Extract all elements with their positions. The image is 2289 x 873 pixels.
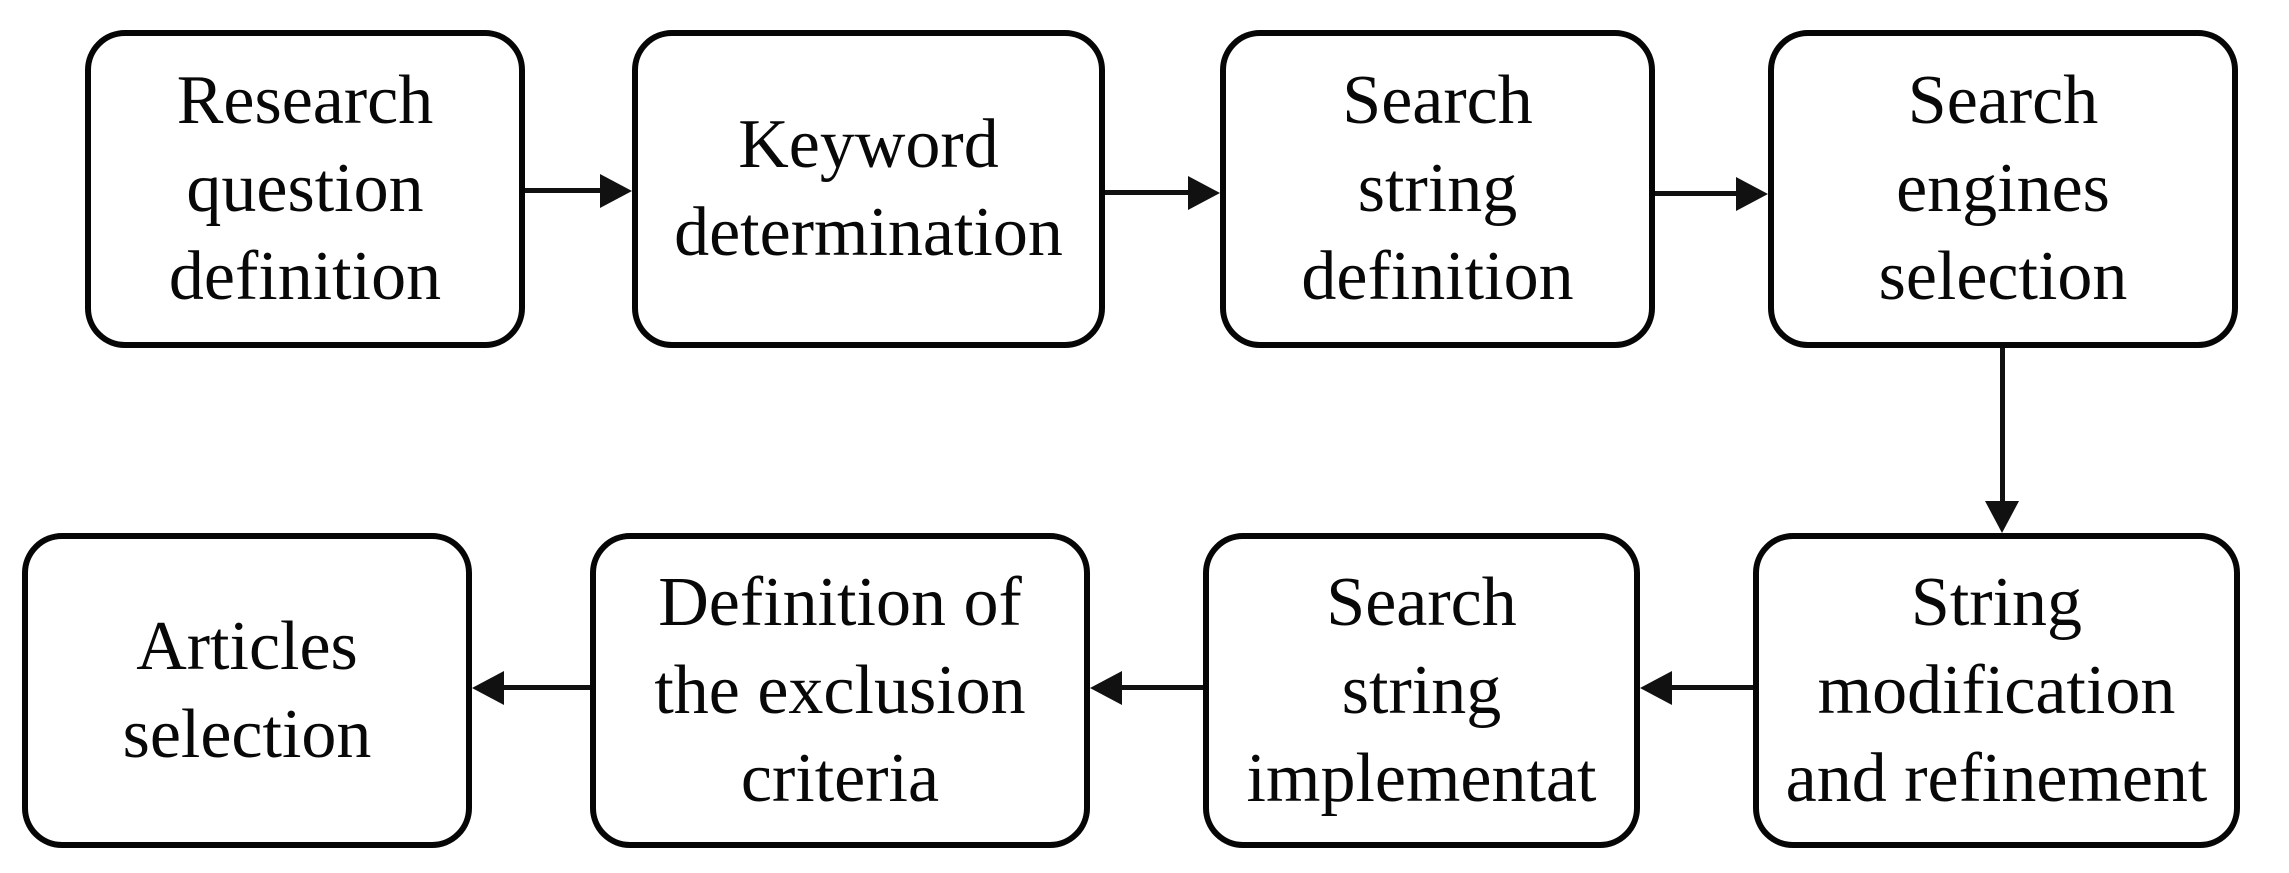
node-articles-selection: Articles selection: [22, 533, 472, 848]
arrowhead-left-icon: [472, 671, 504, 705]
arrow-shaft: [2000, 348, 2005, 506]
node-search-string-definition: Search string definition: [1220, 30, 1655, 348]
arrow-shaft: [1655, 191, 1739, 196]
arrowhead-left-icon: [1090, 671, 1122, 705]
arrowhead-left-icon: [1640, 671, 1672, 705]
arrow-shaft: [504, 685, 590, 690]
node-label: Search string implementat: [1246, 563, 1597, 817]
node-label: Search engines selection: [1878, 62, 2128, 315]
arrow-shaft: [1122, 685, 1203, 690]
node-search-string-implementation: Search string implementat: [1203, 533, 1640, 848]
arrowhead-down-icon: [1985, 501, 2019, 533]
node-label: Keyword determination: [674, 106, 1063, 271]
arrowhead-right-icon: [1736, 177, 1768, 211]
node-search-engines-selection: Search engines selection: [1768, 30, 2238, 348]
arrowhead-right-icon: [600, 174, 632, 208]
node-label: Search string definition: [1301, 62, 1574, 315]
node-label: Articles selection: [122, 607, 372, 773]
node-label: String modification and refinement: [1785, 563, 2208, 817]
node-research-question-definition: Research question definition: [85, 30, 525, 348]
node-keyword-determination: Keyword determination: [632, 30, 1105, 348]
node-string-modification-and-refinement: String modification and refinement: [1753, 533, 2240, 848]
node-label: Definition of the exclusion criteria: [654, 563, 1026, 817]
arrowhead-right-icon: [1188, 176, 1220, 210]
node-definition-of-the-exclusion-criteria: Definition of the exclusion criteria: [590, 533, 1090, 848]
arrow-shaft: [1672, 685, 1753, 690]
arrow-shaft: [1105, 190, 1191, 195]
node-label: Research question definition: [168, 62, 442, 315]
arrow-shaft: [525, 188, 605, 193]
